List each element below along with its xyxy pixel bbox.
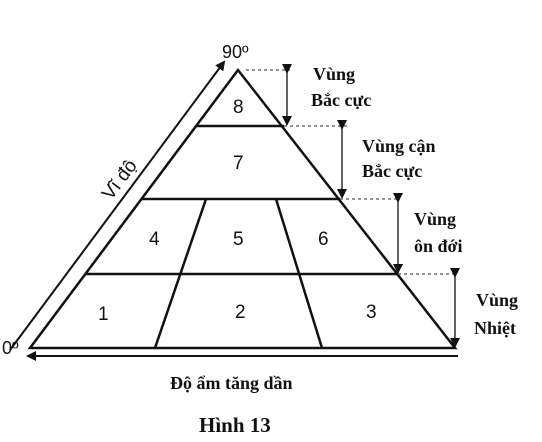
- humidity-axis-label: Độ ẩm tăng dần: [170, 373, 293, 393]
- bottom-degree-label: 0º: [2, 338, 19, 358]
- zone-label-temperate-line2: ôn đới: [414, 236, 463, 256]
- cell-label-3: 3: [366, 302, 377, 323]
- cell-label-2: 2: [235, 302, 246, 323]
- cell-label-5: 5: [233, 229, 244, 250]
- figure-caption: Hình 13: [199, 413, 271, 437]
- zone-label-temperate-line1: Vùng: [414, 209, 456, 229]
- cell-label-1: 1: [98, 304, 109, 325]
- latitude-axis-arrow: [9, 60, 226, 351]
- zone-label-tropical-line2: Nhiệt: [474, 318, 516, 338]
- zone-label-tropical-line1: Vùng: [476, 290, 518, 310]
- cell-label-8: 8: [233, 97, 244, 118]
- cell-label-7: 7: [233, 153, 244, 174]
- divider-line: [274, 198, 324, 349]
- cell-label-6: 6: [318, 229, 329, 250]
- zone-label-polar-line2: Bắc cực: [311, 90, 371, 110]
- top-degree-label: 90º: [222, 42, 249, 62]
- zone-label-subpolar-line2: Bắc cực: [362, 161, 422, 181]
- pyramid-outline: [27, 67, 458, 350]
- cell-label-4: 4: [149, 229, 160, 250]
- zone-label-subpolar-line1: Vùng cận: [362, 136, 436, 156]
- zone-label-polar-line1: Vùng: [313, 64, 355, 84]
- divider-line: [153, 198, 208, 349]
